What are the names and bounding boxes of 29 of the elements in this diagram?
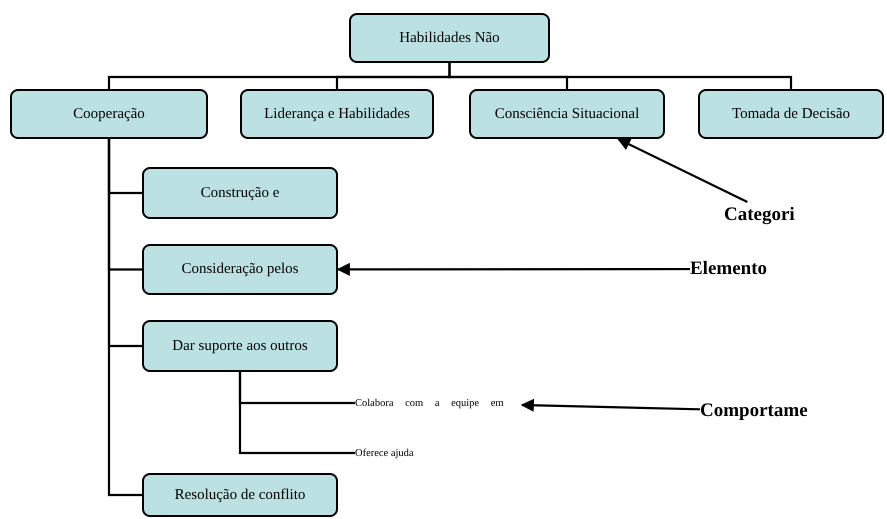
arrow	[336, 262, 690, 276]
process-box	[10, 89, 208, 139]
process-box	[142, 244, 338, 295]
box-label: Consideração pelos	[181, 261, 299, 278]
box-label: Consciência Situacional	[494, 106, 640, 122]
box-label: Dar suporte aos outros	[172, 338, 308, 354]
box-label: Cooperação	[73, 106, 145, 122]
connector-line	[448, 63, 792, 89]
arrow	[617, 138, 748, 203]
box-label: Construção e	[200, 184, 280, 202]
callout-label: Comportame	[700, 400, 808, 422]
box-label: Resolução de conflito	[174, 486, 306, 504]
process-box	[698, 89, 884, 139]
behavior-label: Oferece ajuda	[355, 448, 414, 458]
box-label: Tomada de Decisão	[732, 106, 850, 122]
process-box	[240, 89, 434, 139]
callout-label: Categori	[724, 204, 795, 226]
connector-line	[108, 139, 142, 496]
process-box	[142, 473, 338, 517]
process-box	[142, 167, 338, 219]
box-label: Liderança e Habilidades	[264, 106, 410, 122]
behavior-label: Colabora com a equipe em	[355, 398, 504, 408]
box-label: Habilidades Não	[399, 30, 500, 46]
process-box	[469, 89, 665, 139]
process-box	[142, 320, 338, 372]
process-box	[349, 13, 550, 63]
connector-line	[238, 372, 355, 454]
arrow	[520, 398, 700, 412]
callout-label: Elemento	[690, 258, 768, 280]
